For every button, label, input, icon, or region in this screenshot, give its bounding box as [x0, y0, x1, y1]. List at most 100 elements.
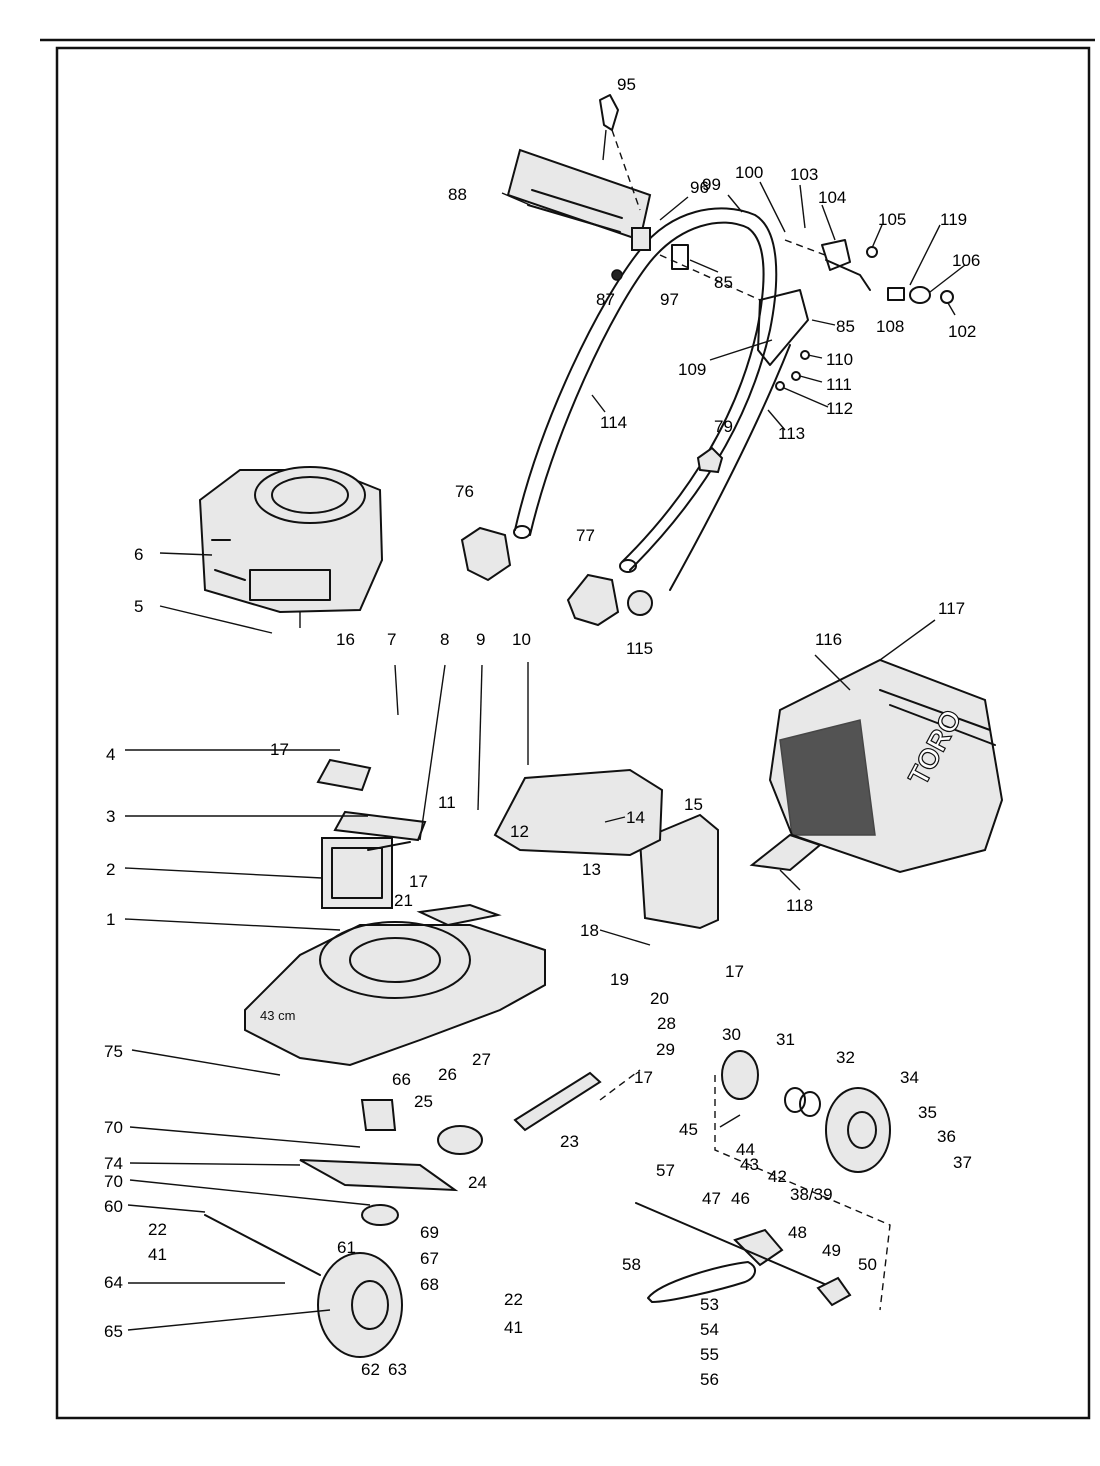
part-label-17b: 17	[409, 872, 428, 891]
part-label-17d: 17	[634, 1068, 653, 1087]
part-label-31: 31	[776, 1030, 795, 1049]
part-label-29: 29	[656, 1040, 675, 1059]
part-label-17a: 17	[270, 740, 289, 759]
part-label-103: 103	[790, 165, 818, 184]
part-label-30: 30	[722, 1025, 741, 1044]
part-label-44: 44	[736, 1140, 755, 1159]
part-label-11: 11	[438, 793, 456, 812]
part-label-14: 14	[626, 808, 645, 827]
part-label-74: 74	[104, 1154, 123, 1173]
part-label-68: 68	[420, 1275, 439, 1294]
part-label-75: 75	[104, 1042, 123, 1061]
leader-lines	[124, 181, 966, 1331]
part-label-109: 109	[678, 360, 706, 379]
part-label-100: 100	[735, 163, 763, 182]
part-label-58: 58	[622, 1255, 641, 1274]
part-label-104: 104	[818, 188, 846, 207]
part-label-88: 88	[448, 185, 467, 204]
part-label-3: 3	[106, 807, 115, 826]
mower-deck: 43 cm	[244, 758, 719, 1067]
part-label-48: 48	[788, 1223, 807, 1242]
part-label-99: 99	[702, 175, 721, 194]
part-label-118: 118	[786, 896, 813, 915]
part-label-55: 55	[700, 1345, 719, 1364]
part-label-85b: 85	[836, 317, 855, 336]
part-label-37: 37	[953, 1153, 972, 1172]
part-label-67: 67	[420, 1249, 439, 1268]
part-label-2: 2	[106, 860, 115, 879]
part-label-27: 27	[472, 1050, 491, 1069]
part-label-9: 9	[476, 630, 485, 649]
part-label-56: 56	[700, 1370, 719, 1389]
part-label-49: 49	[822, 1241, 841, 1260]
part-label-113: 113	[778, 424, 805, 443]
part-label-22b: 22	[504, 1290, 523, 1309]
part-label-65: 65	[104, 1322, 123, 1341]
part-label-13: 13	[582, 860, 601, 879]
part-label-105: 105	[878, 210, 906, 229]
part-label-22a: 22	[148, 1220, 167, 1239]
part-label-77: 77	[576, 526, 595, 545]
part-label-36: 36	[937, 1127, 956, 1146]
part-label-26: 26	[438, 1065, 457, 1084]
part-label-8: 8	[440, 630, 449, 649]
grass-bag: TORO	[749, 658, 1004, 874]
part-label-112: 112	[826, 399, 853, 418]
part-label-61: 61	[337, 1238, 356, 1257]
part-label-117: 117	[938, 599, 965, 618]
part-label-12: 12	[510, 822, 529, 841]
part-label-41a: 41	[148, 1245, 167, 1264]
part-label-116: 116	[815, 630, 842, 649]
part-label-7: 7	[387, 630, 396, 649]
part-label-110: 110	[826, 350, 853, 369]
part-label-96: 96	[690, 178, 709, 197]
part-label-69: 69	[420, 1223, 439, 1242]
part-label-63: 63	[388, 1360, 407, 1379]
part-label-16: 16	[336, 630, 355, 649]
part-label-108: 108	[876, 317, 904, 336]
part-label-20: 20	[650, 989, 669, 1008]
part-label-23: 23	[560, 1132, 579, 1151]
part-label-41b: 41	[504, 1318, 523, 1337]
part-label-111: 111	[826, 375, 852, 394]
part-label-115: 115	[626, 639, 653, 658]
part-label-76: 76	[455, 482, 474, 501]
part-label-70a: 70	[104, 1118, 123, 1137]
part-label-60: 60	[104, 1197, 123, 1216]
part-label-4: 4	[106, 745, 115, 764]
part-label-38-39: 38/39	[790, 1185, 833, 1204]
part-label-35: 35	[918, 1103, 937, 1122]
drive-and-wheels	[204, 1050, 891, 1358]
part-label-45: 45	[679, 1120, 698, 1139]
part-label-5: 5	[134, 597, 143, 616]
part-label-79: 79	[714, 417, 733, 436]
part-label-34: 34	[900, 1068, 919, 1087]
part-label-114: 114	[600, 413, 627, 432]
deck-label: 43 cm	[260, 1008, 295, 1023]
part-label-24: 24	[468, 1173, 487, 1192]
part-label-43: 43	[740, 1155, 759, 1174]
part-label-97: 97	[660, 290, 679, 309]
part-label-46: 46	[731, 1189, 750, 1208]
part-label-85a: 85	[714, 273, 733, 292]
part-label-1: 1	[106, 910, 115, 929]
part-label-106: 106	[952, 251, 980, 270]
part-label-10: 10	[512, 630, 531, 649]
part-label-119: 119	[940, 210, 967, 229]
engine	[198, 466, 384, 628]
part-label-21: 21	[394, 891, 413, 910]
part-label-70b: 70	[104, 1172, 123, 1191]
diagram-frame	[55, 46, 1091, 1420]
part-label-64: 64	[104, 1273, 123, 1292]
handle-assembly	[460, 94, 954, 627]
part-label-50: 50	[858, 1255, 877, 1274]
part-label-87: 87	[596, 290, 615, 309]
part-label-18: 18	[580, 921, 599, 940]
part-label-57: 57	[656, 1161, 675, 1180]
part-label-19: 19	[610, 970, 629, 989]
part-label-28: 28	[657, 1014, 676, 1033]
part-label-25: 25	[414, 1092, 433, 1111]
part-label-102: 102	[948, 322, 976, 341]
